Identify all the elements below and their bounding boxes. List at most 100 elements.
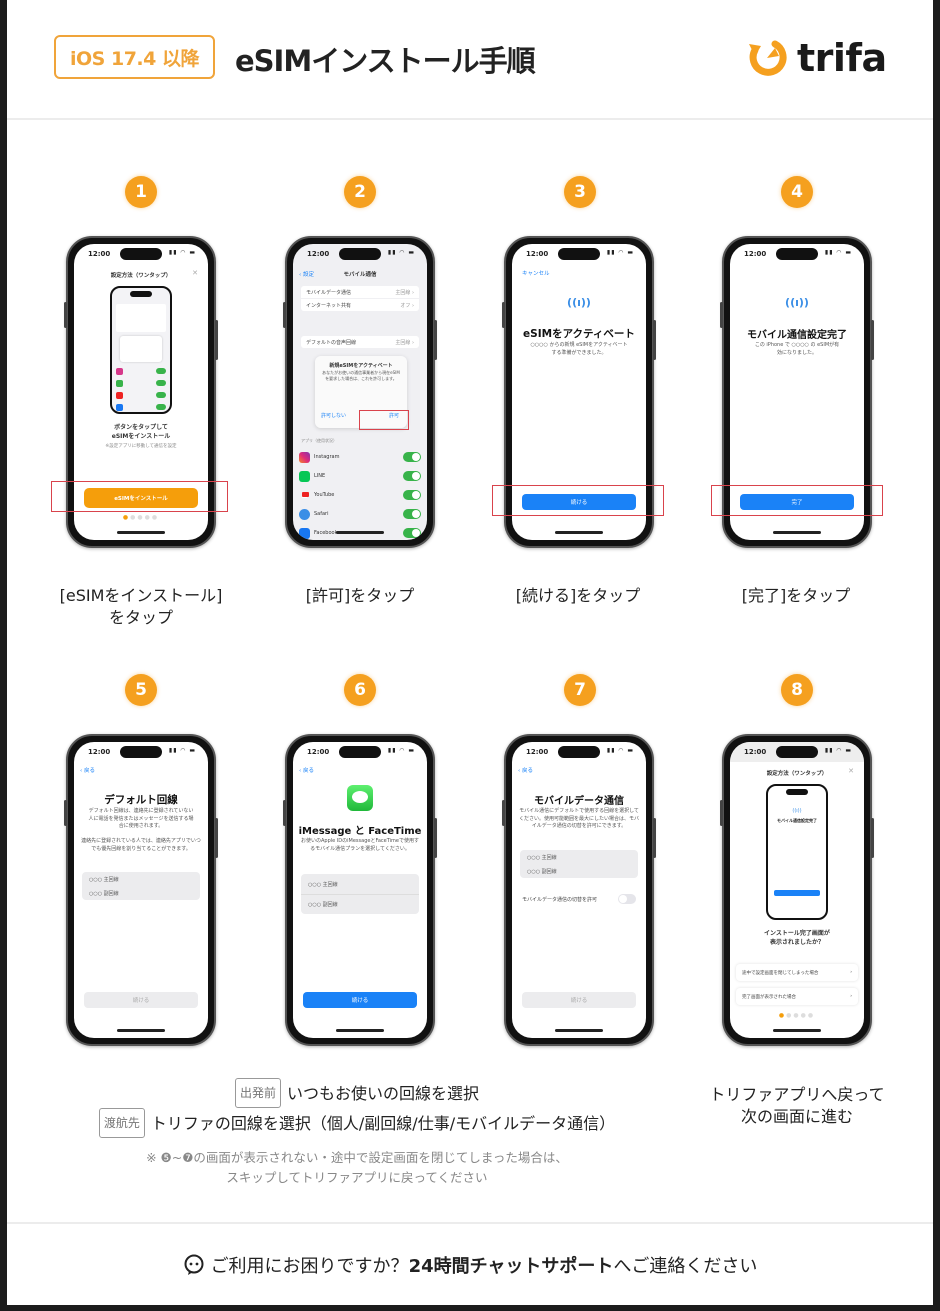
toggle[interactable] [403,509,421,519]
page-dots: ●●●●● [778,1012,816,1019]
step-3-number: 3 [564,176,596,208]
line-options: ○○○ 主回線 ○○○ 副回線 [520,850,638,878]
step-4-screen: 12:00▮▮ ◠ ▬ ((ı)) モバイル通信設定完了 この iPhone で… [730,244,864,540]
footer-support[interactable]: ご利用にお困りですか？24時間チャットサポートへご連絡ください [7,1222,933,1305]
back-settings-link[interactable]: ‹ 設定 [299,272,314,278]
deny-button[interactable]: 許可しない [321,413,347,419]
data-switching-row: モバイルデータ通信の切替を許可 [522,894,636,904]
activate-esim-dialog: 新規eSIMをアクティベート あなたがお使いの通信事業者から現在eSIMを要求し… [315,356,407,428]
screen-title: デフォルト回線 [104,794,178,806]
screen-title: iMessage と FaceTime [298,826,422,837]
app-row-line: LINE [299,467,421,485]
messages-app-icon [347,785,373,811]
antenna-icon: ((ı)) [785,296,809,309]
signal-wifi-battery-icon: ▮▮ ◠ ▬ [168,249,196,256]
screen-body: ○○○○ からの新規 eSIMをアクティベートする準備ができました。 [530,342,628,356]
option-completed[interactable]: 完了画面が表示された場合› [736,988,858,1005]
option-secondary[interactable]: ○○○ 副回線 [527,868,557,875]
step-7-screen: 12:00▮▮ ◠ ▬ ‹ 戻る モバイルデータ通信 モバイル通信にデフォルトで… [512,742,646,1038]
option-secondary[interactable]: ○○○ 副回線 [301,894,419,914]
app-row-safari: Safari [299,505,421,523]
settings-row-hotspot[interactable]: インターネット共有オフ › [301,299,419,311]
skip-note-line-1: ※ ❺~❼の画面が表示されない・途中で設定画面を閉じてしまった場合は、 [146,1150,568,1165]
screen-header: 設定方法（ワンタップ） [766,771,828,777]
step-8-screen: 12:00▮▮ ◠ ▬ 設定方法（ワンタップ） ✕ ((ı)) モバイル通信設定… [730,742,864,1038]
tag-destination: 渡航先 [98,1108,145,1138]
mini-phone-preview: ((ı)) モバイル通信設定完了 [766,784,828,920]
status-bar: 12:00▮▮ ◠ ▬ [307,248,415,260]
close-icon[interactable]: ✕ [848,767,854,775]
done-button[interactable]: 完了 [740,494,854,510]
step-1-phone: 12:00▮▮ ◠ ▬ 設定方法（ワンタップ） ✕ ボタンをタップして eSIM… [64,236,218,548]
settings-row-default-voice[interactable]: デフォルトの音声回線主回線 › [301,336,419,348]
step-6-phone: 12:00▮▮ ◠ ▬ ‹ 戻る iMessage と FaceTime お使い… [283,734,437,1046]
logo-text: trifa [797,36,887,80]
trifa-logo: trifa [745,36,887,80]
header: iOS 17.4 以降 eSIMインストール手順 trifa [7,0,933,120]
install-esim-button[interactable]: eSIMをインストール [84,488,198,508]
back-link[interactable]: ‹ 戻る [80,768,95,774]
page-dots: ●●●●● [122,514,160,521]
highlight-box [51,481,228,512]
toggle[interactable] [403,471,421,481]
option-primary[interactable]: ○○○ 主回線 [308,881,338,888]
step-3-caption: [続ける]をタップ [515,586,641,605]
toggle[interactable] [403,490,421,500]
step-5-number: 5 [125,674,157,706]
step-8-caption: トリファアプリへ戻って次の画面に進む [709,1085,885,1127]
line-selection-notes: 出発前いつもお使いの回線を選択 渡航先トリファの回線を選択（個人/副回線/仕事/… [97,1078,617,1188]
settings-row-mobile-data[interactable]: モバイルデータ通信主回線 › [301,286,419,298]
highlight-box [711,485,883,516]
continue-button[interactable]: 続ける [522,992,636,1008]
step-1-screen: 12:00▮▮ ◠ ▬ 設定方法（ワンタップ） ✕ ボタンをタップして eSIM… [74,244,208,540]
option-primary[interactable]: ○○○ 主回線 [89,876,119,883]
data-switching-toggle[interactable] [618,894,636,904]
step-6-screen: 12:00▮▮ ◠ ▬ ‹ 戻る iMessage と FaceTime お使い… [293,742,427,1038]
home-indicator [117,531,165,534]
back-link[interactable]: ‹ 戻る [518,768,533,774]
highlight-box [492,485,664,516]
screen-body-2: 連絡先に登録されている人では、連絡先アプリでいつでも優先回線を割り当てることがで… [81,838,201,852]
option-primary[interactable]: ○○○ 主回線 [527,854,557,861]
allow-button[interactable]: 許可 [389,413,400,419]
screen-header: 設定方法（ワンタップ） [110,273,172,279]
app-row-instagram: Instagram [299,448,421,466]
step-8-number: 8 [781,674,813,706]
step-1-number: 1 [125,176,157,208]
highlight-box [359,410,409,430]
screen-body: お使いのApple IDのiMessageとFaceTimeで使用するモバイル通… [301,838,419,852]
heading-line-1: インストール完了画面が [764,930,830,937]
screen-title: モバイル通信 [343,272,377,278]
step-1-caption: [eSIMをインストール]をタップ [59,586,223,628]
status-bar: 12:00▮▮ ◠ ▬ [88,248,196,260]
step-8-phone: 12:00▮▮ ◠ ▬ 設定方法（ワンタップ） ✕ ((ı)) モバイル通信設定… [720,734,874,1046]
page: iOS 17.4 以降 eSIMインストール手順 trifa 1 12:00▮▮… [7,0,933,1305]
step-7-phone: 12:00▮▮ ◠ ▬ ‹ 戻る モバイルデータ通信 モバイル通信にデフォルトで… [502,734,656,1046]
continue-button[interactable]: 続ける [84,992,198,1008]
step-2-number: 2 [344,176,376,208]
option-secondary[interactable]: ○○○ 副回線 [89,890,119,897]
chat-support-link[interactable]: 24時間チャットサポート [408,1255,614,1277]
page-title: eSIMインストール手順 [235,44,536,78]
step-6-number: 6 [344,674,376,706]
line-options: ○○○ 主回線 ○○○ 副回線 [82,872,200,900]
heading-line-1: ボタンをタップして [114,424,168,431]
line-options: ○○○ 主回線 ○○○ 副回線 [301,874,419,914]
option-closed-midway[interactable]: 途中で設定画面を閉じてしまった場合› [736,964,858,981]
trifa-logo-icon [749,40,787,76]
toggle[interactable] [403,528,421,538]
continue-button[interactable]: 続ける [303,992,417,1008]
step-3-phone: 12:00▮▮ ◠ ▬ キャンセル ((ı)) eSIMをアクティベート ○○○… [502,236,656,548]
back-link[interactable]: ‹ 戻る [299,768,314,774]
antenna-icon: ((ı)) [567,296,591,309]
sub-text: ※設定アプリに移動して通信を設定 [105,444,177,449]
step-4-phone: 12:00▮▮ ◠ ▬ ((ı)) モバイル通信設定完了 この iPhone で… [720,236,874,548]
note-destination: 渡航先トリファの回線を選択（個人/副回線/仕事/モバイルデータ通信） [97,1108,617,1138]
heading-line-2: 表示されましたか？ [769,939,824,946]
continue-button[interactable]: 続ける [522,494,636,510]
close-icon[interactable]: ✕ [192,269,198,277]
footer-text: ご利用にお困りですか？24時間チャットサポートへご連絡ください [210,1255,758,1277]
toggle[interactable] [403,452,421,462]
step-3-screen: 12:00▮▮ ◠ ▬ キャンセル ((ı)) eSIMをアクティベート ○○○… [512,244,646,540]
cancel-link[interactable]: キャンセル [522,271,550,277]
